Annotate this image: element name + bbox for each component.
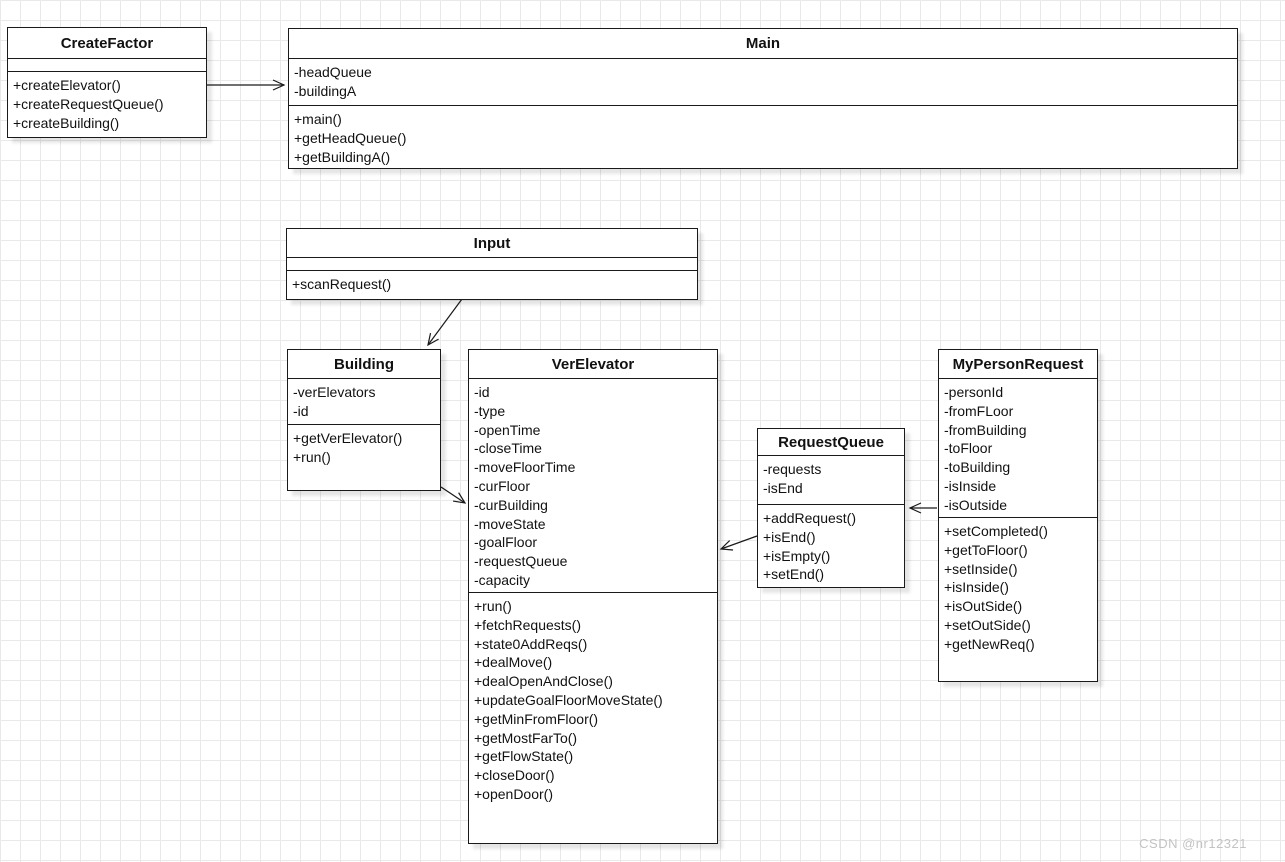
attribute-line: -moveFloorTime <box>474 459 576 476</box>
class-methods: +run() +fetchRequests() +state0AddReqs() +d… <box>469 593 717 843</box>
class-attributes: -headQueue -buildingA <box>289 59 1237 106</box>
method-line: +setOutSide() <box>944 616 1031 633</box>
attribute-line: -moveState <box>474 515 546 532</box>
attribute-line: -fromBuilding <box>944 421 1027 438</box>
arrow-input-to-building[interactable] <box>427 298 463 347</box>
attribute-line: -curFloor <box>474 477 531 494</box>
class-methods: +addRequest() +isEnd() +isEmpty() +setEnd() <box>758 505 904 587</box>
class-methods: +setCompleted() +getToFloor() +setInside()… <box>939 518 1097 681</box>
class-requestqueue[interactable]: RequestQueue -requests -isEnd +addRequest… <box>757 428 905 588</box>
class-methods: +getVerElevator() +run() <box>288 425 440 490</box>
class-building[interactable]: Building -verElevators -id +getVerElevato… <box>287 349 441 491</box>
attribute-line: -id <box>293 402 309 419</box>
attribute-line: -goalFloor <box>474 534 538 551</box>
method-line: +updateGoalFloorMoveState() <box>474 691 663 708</box>
attribute-line: -verElevators <box>293 384 376 400</box>
watermark: CSDN @nr12321 <box>1139 836 1247 851</box>
class-input[interactable]: Input +scanRequest() <box>286 228 698 300</box>
attribute-line: -isOutside <box>944 496 1008 513</box>
class-attributes <box>8 59 206 72</box>
method-line: +getBuildingA() <box>294 148 391 165</box>
class-title: Main <box>289 29 1237 59</box>
class-verelevator[interactable]: VerElevator -id-type-openTime-closeTime-… <box>468 349 718 844</box>
class-attributes <box>287 258 697 271</box>
class-attributes: -id -type -openTime -closeTime -moveFloorTim… <box>469 379 717 593</box>
attribute-line: -openTime <box>474 421 541 438</box>
method-line: +run() <box>293 448 331 465</box>
attribute-line: -personId <box>944 384 1004 400</box>
attribute-line: -requests <box>763 461 822 477</box>
method-line: +isOutSide() <box>944 598 1023 615</box>
method-line: +getToFloor() <box>944 541 1028 558</box>
method-line: +openDoor() <box>474 785 553 802</box>
method-line: +getFlowState() <box>474 748 574 765</box>
method-line: +state0AddReqs() <box>474 635 588 652</box>
class-title: RequestQueue <box>758 429 904 456</box>
arrow-requestqueue-to-verelevator[interactable] <box>719 535 758 551</box>
method-line: +run() <box>474 598 512 614</box>
method-line: +addRequest() <box>763 510 857 526</box>
attribute-line: -curBuilding <box>474 496 548 513</box>
attribute-line: -id <box>474 384 490 400</box>
method-line: +getHeadQueue() <box>294 129 407 146</box>
class-title: MyPersonRequest <box>939 350 1097 379</box>
class-main[interactable]: Main -headQueue -buildingA +main() +getHea… <box>288 28 1238 169</box>
class-createfactor[interactable]: CreateFactor +createElevator() +createReq… <box>7 27 207 138</box>
method-line: +closeDoor() <box>474 767 555 784</box>
method-line: +setEnd() <box>763 566 825 583</box>
attribute-line: -closeTime <box>474 440 542 457</box>
attribute-line: -buildingA <box>294 82 357 99</box>
class-attributes: -personId -fromFLoor -fromBuilding -toFloor… <box>939 379 1097 518</box>
arrow-building-to-verelevator[interactable] <box>440 486 467 504</box>
class-title: CreateFactor <box>8 28 206 59</box>
method-line: +getVerElevator() <box>293 430 403 446</box>
attribute-line: -toBuilding <box>944 459 1011 476</box>
attribute-line: -isEnd <box>763 479 803 496</box>
method-line: +dealOpenAndClose() <box>474 673 613 690</box>
method-line: +setCompleted() <box>944 523 1048 539</box>
class-mypersonrequest[interactable]: MyPersonRequest -personId -fromFLoor -from… <box>938 349 1098 682</box>
method-line: +isEnd() <box>763 528 816 545</box>
method-line: +getMinFromFloor() <box>474 710 599 727</box>
class-title: Building <box>288 350 440 379</box>
method-line: +isEmpty() <box>763 547 831 564</box>
method-line: +createBuilding() <box>13 114 120 131</box>
attribute-line: -requestQueue <box>474 553 568 570</box>
method-line: +getMostFarTo() <box>474 729 578 746</box>
attribute-line: -toFloor <box>944 440 993 457</box>
method-line: +dealMove() <box>474 654 553 671</box>
method-line: +setInside() <box>944 560 1018 577</box>
class-methods: +createElevator() +createRequestQueue() +c… <box>8 72 206 137</box>
class-title: VerElevator <box>469 350 717 379</box>
class-methods: +scanRequest() <box>287 271 697 299</box>
attribute-line: -fromFLoor <box>944 402 1014 419</box>
class-attributes: -verElevators -id <box>288 379 440 425</box>
method-line: +createElevator() <box>13 77 121 93</box>
attribute-line: -type <box>474 402 506 419</box>
class-attributes: -requests -isEnd <box>758 456 904 505</box>
method-line: +scanRequest() <box>292 276 392 292</box>
attribute-line: -headQueue <box>294 64 372 80</box>
class-methods: +main() +getHeadQueue() +getBuildingA() <box>289 106 1237 168</box>
method-line: +fetchRequests() <box>474 616 581 633</box>
attribute-line: -isInside <box>944 477 997 494</box>
method-line: +createRequestQueue() <box>13 95 164 112</box>
method-line: +main() <box>294 111 342 127</box>
class-title: Input <box>287 229 697 258</box>
method-line: +isInside() <box>944 579 1009 596</box>
method-line: +getNewReq() <box>944 635 1035 652</box>
attribute-line: -capacity <box>474 571 531 588</box>
